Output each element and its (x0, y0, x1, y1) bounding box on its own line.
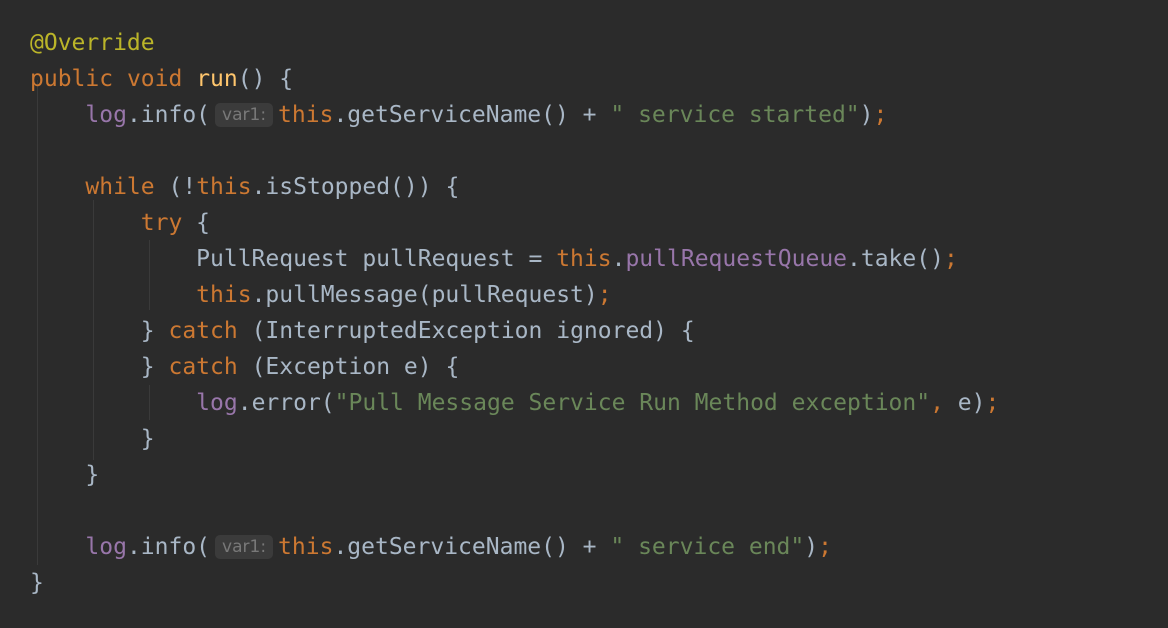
indent-guide (37, 80, 38, 565)
keyword: this (196, 282, 252, 308)
code-text: (! (154, 174, 197, 200)
code-text: } (30, 426, 155, 452)
string-literal: " service started" (610, 102, 860, 128)
code-text (30, 390, 196, 416)
indent-guide (93, 200, 94, 460)
code-text: { (182, 210, 211, 236)
code-text: . (611, 246, 626, 272)
code-line[interactable]: log.info(var1:this.getServiceName() + " … (30, 97, 887, 133)
keyword: ; (943, 246, 958, 272)
code-text: } (30, 318, 169, 344)
code-line[interactable]: log.info(var1:this.getServiceName() + " … (30, 529, 832, 565)
indent-guide (149, 240, 150, 310)
code-text (30, 210, 141, 236)
keyword: this (278, 102, 334, 128)
annotation: @Override (30, 30, 155, 56)
keyword: this (278, 534, 334, 560)
code-text (30, 282, 196, 308)
code-text: .info( (126, 102, 211, 128)
code-text: } (30, 354, 169, 380)
code-text: } (30, 570, 44, 596)
code-text: (InterruptedException ignored) { (237, 318, 695, 344)
code-line[interactable]: while (!this.isStopped()) { (30, 169, 459, 205)
indent-guide (149, 385, 150, 420)
keyword: void (126, 66, 183, 92)
code-text: } (30, 462, 100, 488)
parameter-hint: var1: (215, 103, 274, 127)
string-literal: "Pull Message Service Run Method excepti… (334, 390, 931, 416)
keyword: ; (873, 102, 888, 128)
parameter-hint: var1: (215, 535, 274, 559)
code-text (30, 534, 85, 560)
code-line[interactable]: } catch (InterruptedException ignored) { (30, 313, 695, 349)
code-text: PullRequest pullRequest = (30, 246, 557, 272)
code-line[interactable]: } (30, 457, 99, 493)
code-line[interactable]: } (30, 565, 44, 601)
code-text (30, 102, 85, 128)
string-literal: " service end" (610, 534, 805, 560)
code-text: .info( (126, 534, 211, 560)
keyword: try (140, 210, 183, 236)
code-text (113, 66, 127, 92)
code-text: .isStopped()) { (251, 174, 460, 200)
code-text: .getServiceName() + (333, 102, 611, 128)
code-text: .error( (237, 390, 335, 416)
code-text: .getServiceName() + (333, 534, 611, 560)
code-line[interactable]: try { (30, 205, 210, 241)
keyword: this (556, 246, 612, 272)
field-ref: log (196, 390, 238, 416)
field-ref: pullRequestQueue (625, 246, 848, 272)
method-name: run (196, 66, 238, 92)
code-text (30, 174, 85, 200)
code-line[interactable]: public void run() { (30, 61, 293, 97)
code-line[interactable]: } (30, 421, 155, 457)
keyword: this (196, 174, 252, 200)
keyword: catch (168, 354, 238, 380)
keyword: ; (985, 390, 1000, 416)
code-text: (Exception e) { (237, 354, 460, 380)
code-text: ) (804, 534, 819, 560)
code-text: () { (237, 66, 294, 92)
field-ref: log (85, 534, 127, 560)
keyword: catch (168, 318, 238, 344)
keyword: ; (597, 282, 612, 308)
code-text: e) (957, 390, 986, 416)
keyword: ; (818, 534, 832, 560)
keyword: public (30, 66, 114, 92)
code-line[interactable]: PullRequest pullRequest = this.pullReque… (30, 241, 958, 277)
keyword: , (930, 390, 958, 416)
code-text: ) (859, 102, 874, 128)
code-line[interactable]: this.pullMessage(pullRequest); (30, 277, 612, 313)
code-text (182, 66, 196, 92)
code-line[interactable]: } catch (Exception e) { (30, 349, 460, 385)
code-line[interactable]: log.error("Pull Message Service Run Meth… (30, 385, 999, 421)
code-text: .pullMessage(pullRequest) (251, 282, 598, 308)
field-ref: log (85, 102, 127, 128)
code-line[interactable]: @Override (30, 25, 155, 61)
keyword: while (85, 174, 155, 200)
code-text: .take() (847, 246, 944, 272)
